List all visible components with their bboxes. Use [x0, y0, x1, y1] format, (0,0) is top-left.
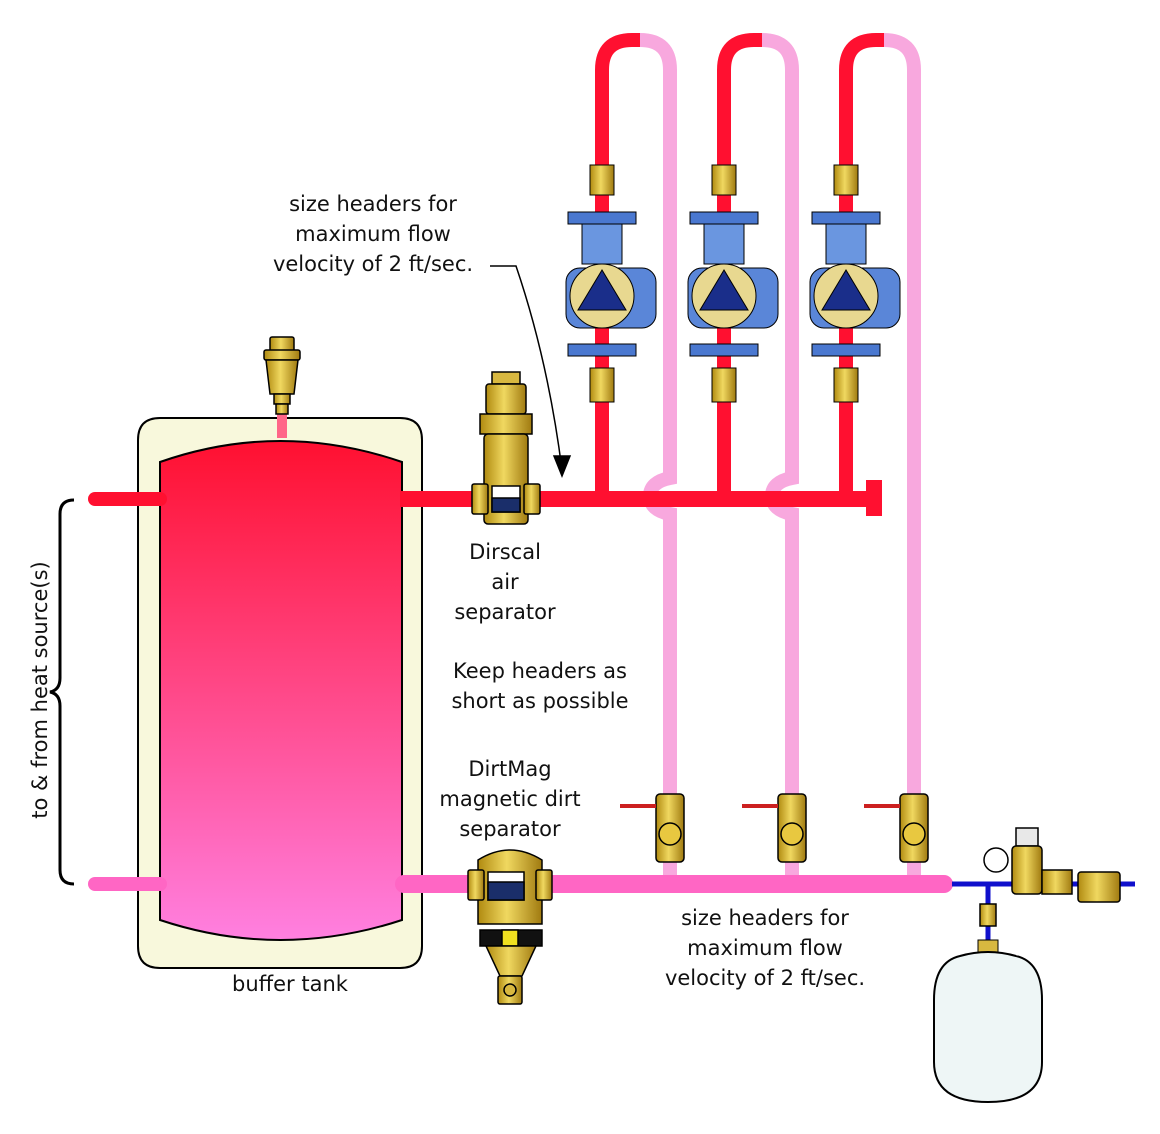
buffer-tank-label: buffer tank — [210, 969, 370, 999]
heat-source-label-text: to & from heat source(s) — [28, 561, 52, 819]
bottom-header-note-line-3: velocity of 2 ft/sec. — [664, 966, 866, 990]
return-valve-1 — [620, 793, 685, 863]
keep-short-note: Keep headers as short as possible — [430, 656, 650, 716]
buffer-tank — [137, 412, 423, 969]
dirscal-label-line-2: air — [491, 570, 519, 594]
fill-valve-assembly — [979, 827, 1121, 927]
bottom-header-note-line-1: size headers for — [681, 906, 849, 930]
tank-air-vent — [263, 336, 301, 415]
return-valve-2 — [742, 793, 807, 863]
dirscal-label: Dirscal air separator — [440, 537, 570, 627]
dirscal-air-separator — [471, 371, 541, 525]
top-header-note-line-2: maximum flow — [295, 222, 451, 246]
heat-source-pipes — [88, 492, 167, 891]
bottom-header-note: size headers for maximum flow velocity o… — [640, 903, 890, 993]
dirtmag-label-line-2: magnetic dirt — [439, 787, 581, 811]
dirscal-label-line-1: Dirscal — [469, 540, 541, 564]
pump-station-1 — [565, 164, 657, 403]
dirtmag-label-line-1: DirtMag — [468, 757, 552, 781]
brace — [49, 498, 75, 886]
bottom-header-note-line-2: maximum flow — [687, 936, 843, 960]
loop-returns — [639, 33, 921, 880]
dirscal-label-line-3: separator — [454, 600, 556, 624]
dirtmag-separator — [467, 849, 553, 1005]
header-note-arrow — [490, 265, 572, 479]
top-header-note-line-1: size headers for — [289, 192, 457, 216]
dirtmag-label-line-3: separator — [459, 817, 561, 841]
expansion-tank — [933, 939, 1043, 1104]
keep-short-line-2: short as possible — [451, 689, 629, 713]
top-header-note: size headers for maximum flow velocity o… — [250, 189, 496, 279]
loop-supplies — [595, 33, 884, 500]
top-header-note-line-3: velocity of 2 ft/sec. — [272, 252, 474, 276]
dirtmag-label: DirtMag magnetic dirt separator — [420, 754, 600, 844]
pump-station-2 — [687, 164, 779, 403]
buffer-tank-label-text: buffer tank — [232, 972, 348, 996]
return-valve-3 — [864, 793, 929, 863]
pump-station-3 — [809, 164, 901, 403]
keep-short-line-1: Keep headers as — [453, 659, 627, 683]
